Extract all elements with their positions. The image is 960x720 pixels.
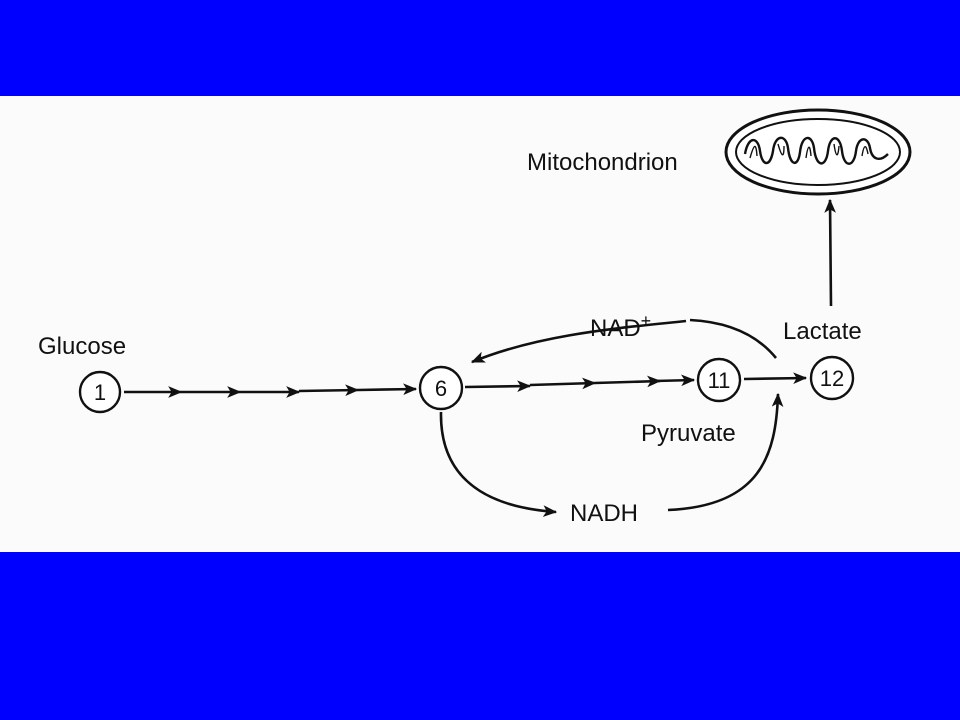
nad-plus-label: NAD+ (590, 311, 651, 342)
node-6-number: 6 (435, 376, 447, 401)
node-1: 1 (78, 370, 122, 414)
diagram-panel: Mitochondrion Glucose Lactate Pyruvate N… (0, 96, 960, 552)
node-11-number: 11 (708, 368, 731, 393)
bottom-frame-band (0, 552, 960, 720)
node-11: 11 (696, 357, 742, 403)
arc-lactate-to-nad (689, 318, 778, 359)
arrow-11-to-12 (743, 372, 808, 385)
node-1-number: 1 (94, 380, 106, 405)
mitochondrion-label: Mitochondrion (527, 149, 678, 176)
glucose-label: Glucose (38, 333, 126, 360)
node-12-number: 12 (820, 366, 844, 391)
arrow-nad-plus-to-6 (470, 319, 687, 364)
mitochondrion-icon (724, 108, 912, 196)
top-frame-band (0, 0, 960, 96)
arrows-6-to-11 (464, 374, 696, 393)
arrow-nadh-to-lactate (667, 392, 784, 512)
lactate-label: Lactate (783, 318, 862, 345)
pyruvate-label: Pyruvate (641, 420, 736, 447)
arrow-lactate-to-mitochondrion (824, 198, 836, 307)
nadh-label: NADH (570, 500, 638, 527)
node-12: 12 (809, 355, 855, 401)
arrows-glucose-to-6 (124, 383, 418, 398)
arrow-6-to-nadh (439, 411, 558, 517)
glycolysis-diagram: Mitochondrion Glucose Lactate Pyruvate N… (38, 108, 912, 527)
node-6: 6 (418, 365, 464, 411)
